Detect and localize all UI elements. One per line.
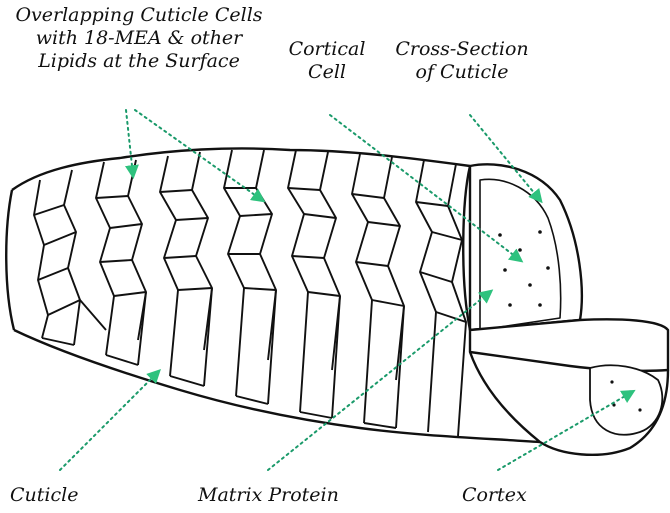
label-line: Cell [284,61,370,84]
label-cross-section-of-cuticle: Cross-Section of Cuticle [392,38,532,84]
cuticle-scales [34,150,466,436]
leader-overlap-2 [135,110,262,200]
label-line: Cross-Section [392,38,532,61]
leader-cuticle [60,372,158,470]
label-overlapping-cuticle-cells: Overlapping Cuticle Cells with 18-MEA & … [8,4,270,73]
leader-overlap-1 [126,110,133,175]
label-line: Overlapping Cuticle Cells [8,4,270,27]
label-line: Cortical [284,38,370,61]
label-cuticle: Cuticle [10,484,78,507]
label-cortical-cell: Cortical Cell [284,38,370,84]
label-line: with 18-MEA & other [8,27,270,50]
label-cortex: Cortex [462,484,527,507]
label-line: Lipids at the Surface [8,50,270,73]
label-line: of Cuticle [392,61,532,84]
lower-cut-segment [470,319,668,455]
cross-section [463,164,582,330]
label-matrix-protein: Matrix Protein [198,484,339,507]
